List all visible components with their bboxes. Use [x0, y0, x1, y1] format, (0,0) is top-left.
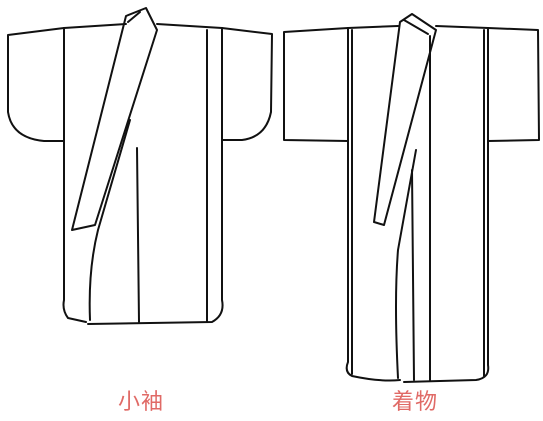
kimono-left-body	[345, 27, 401, 382]
kosode-illustration	[7, 7, 273, 325]
kosode-right-sleeve	[221, 27, 273, 141]
kimono-center-line-a	[411, 169, 415, 381]
kosode-overlap-panel	[88, 119, 131, 321]
kosode-collar-inner	[127, 11, 141, 23]
kimono-shoulder-line	[347, 25, 489, 29]
kosode-collar	[71, 7, 158, 231]
kimono-overlap-panel	[395, 149, 417, 379]
kosode-left-sleeve	[7, 27, 65, 142]
kosode-front-panel-line	[136, 147, 140, 323]
kosode-shoulder-line	[63, 23, 223, 29]
caption-kimono: 着物	[392, 390, 439, 415]
kosode-body-outline	[62, 27, 87, 323]
kimono-illustration	[283, 13, 540, 383]
kosode-right-side	[87, 27, 224, 325]
kimono-collar	[373, 13, 437, 226]
kimono-left-sleeve	[283, 27, 349, 142]
caption-kosode: 小袖	[118, 390, 165, 415]
kimono-right-body	[403, 27, 490, 383]
kimono-right-sleeve	[487, 27, 540, 142]
kimono-collar-inner	[403, 19, 429, 35]
